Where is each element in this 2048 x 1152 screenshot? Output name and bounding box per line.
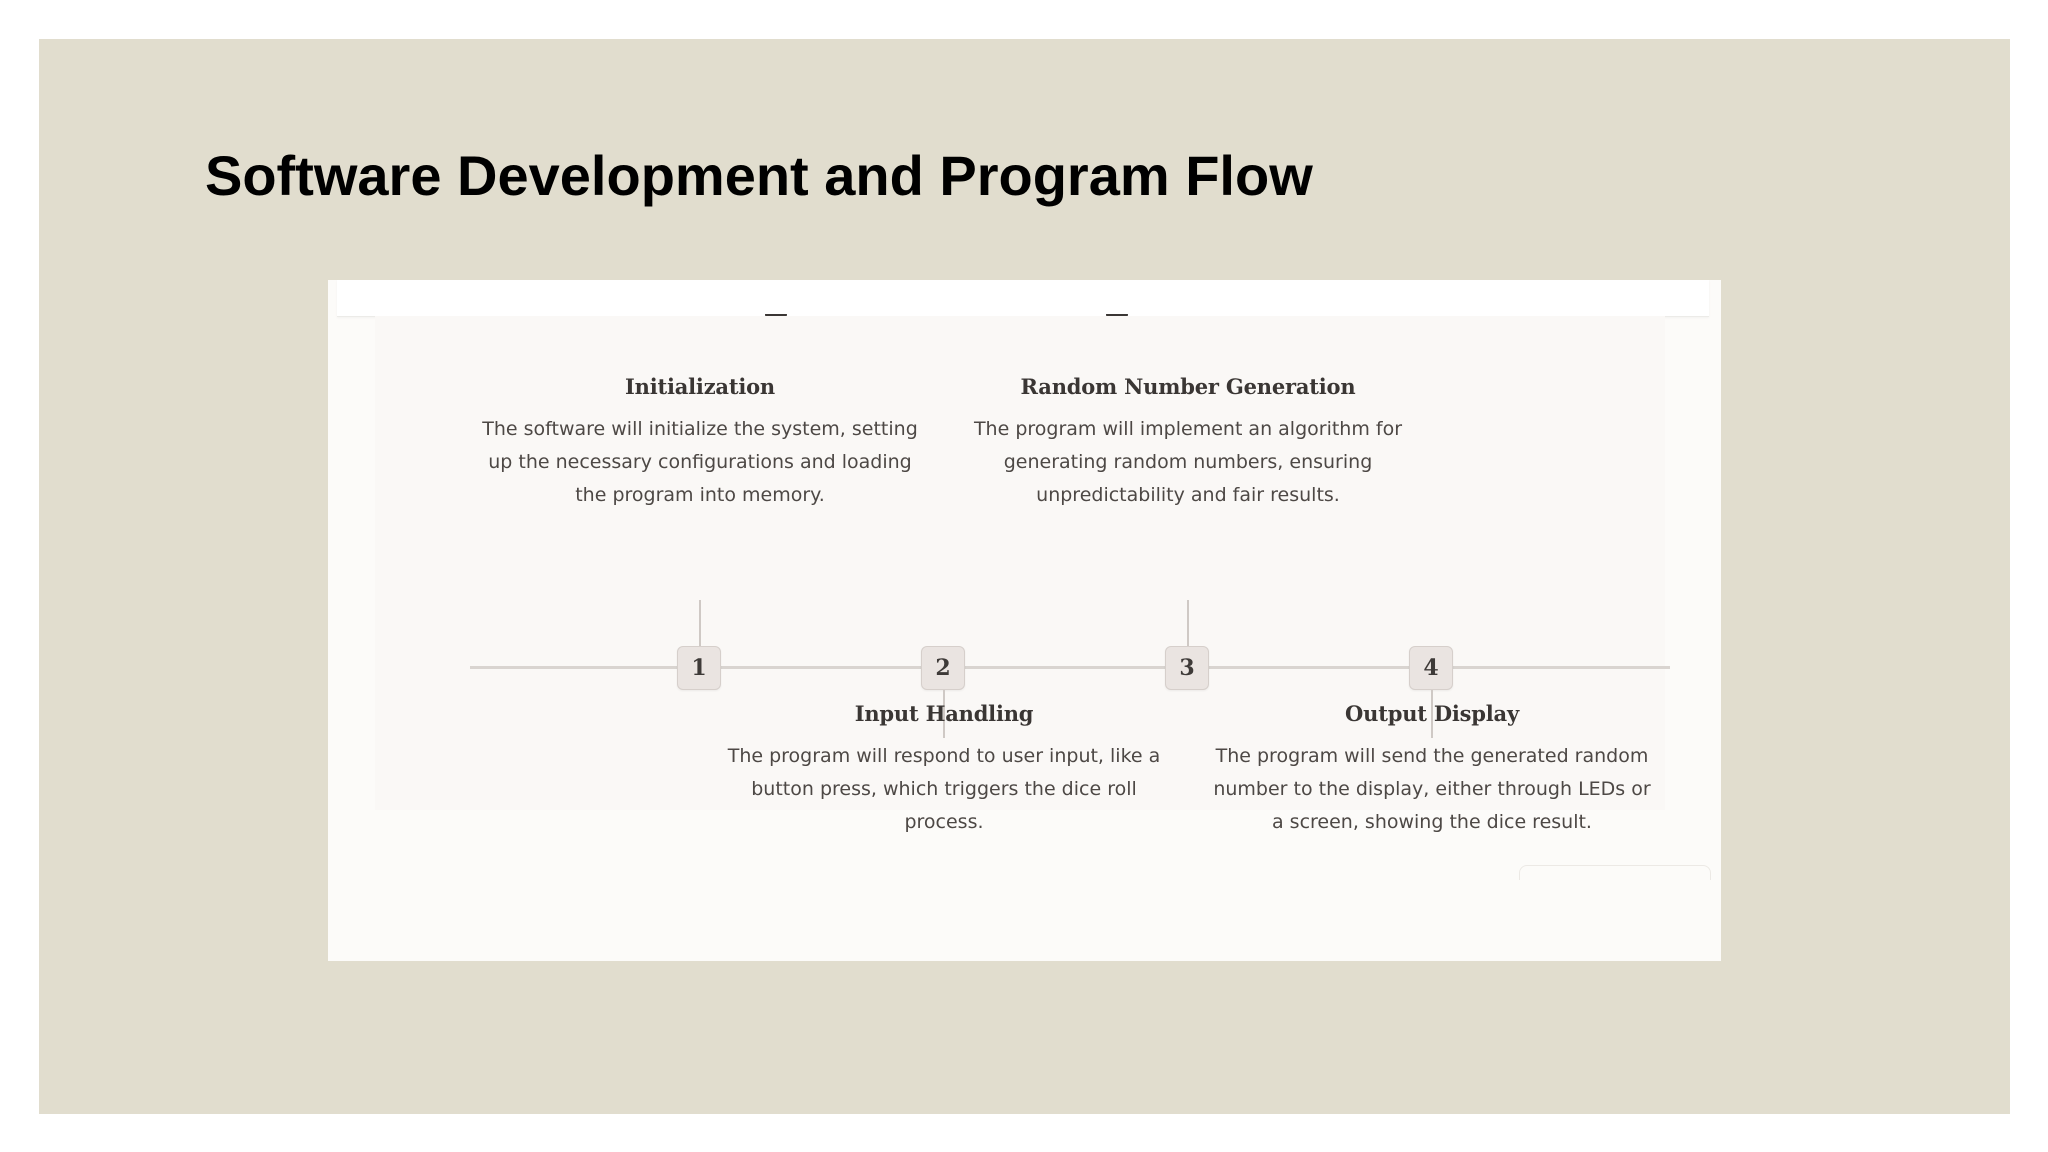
slide-title: Software Development and Program Flow <box>205 144 1313 207</box>
slide: Software Development and Program Flow 1 … <box>39 39 2010 1114</box>
timeline-panel: 1 Initialization The software will initi… <box>375 316 1670 833</box>
step-description: The program will implement an algorithm … <box>973 418 1403 506</box>
step-description: The software will initialize the system,… <box>482 418 918 506</box>
timeline-connector <box>1431 690 1433 738</box>
step-number-badge: 3 <box>1165 646 1209 690</box>
timeline-line <box>470 666 1670 669</box>
embedded-header-bar <box>337 280 1709 317</box>
timeline-connector <box>943 690 945 738</box>
embedded-screenshot: 1 Initialization The software will initi… <box>328 280 1721 961</box>
step-description: The program will respond to user input, … <box>727 745 1161 833</box>
step-title: Random Number Generation <box>1020 374 1356 399</box>
step-number-badge: 1 <box>677 646 721 690</box>
timeline-connector <box>699 600 701 648</box>
step-title: Output Display <box>1345 701 1519 726</box>
step-number-badge: 4 <box>1409 646 1453 690</box>
timeline-step: Output Display The program will send the… <box>1212 701 1652 839</box>
faint-overlay-tab <box>1519 865 1711 880</box>
timeline-step: Initialization The software will initial… <box>480 374 920 512</box>
timeline-step: Random Number Generation The program wil… <box>968 374 1408 512</box>
step-description: The program will send the generated rand… <box>1213 745 1651 833</box>
step-number-badge: 2 <box>921 646 965 690</box>
step-title: Initialization <box>625 374 775 399</box>
timeline-connector <box>1187 600 1189 648</box>
step-title: Input Handling <box>854 701 1034 726</box>
timeline-step: Input Handling The program will respond … <box>724 701 1164 839</box>
